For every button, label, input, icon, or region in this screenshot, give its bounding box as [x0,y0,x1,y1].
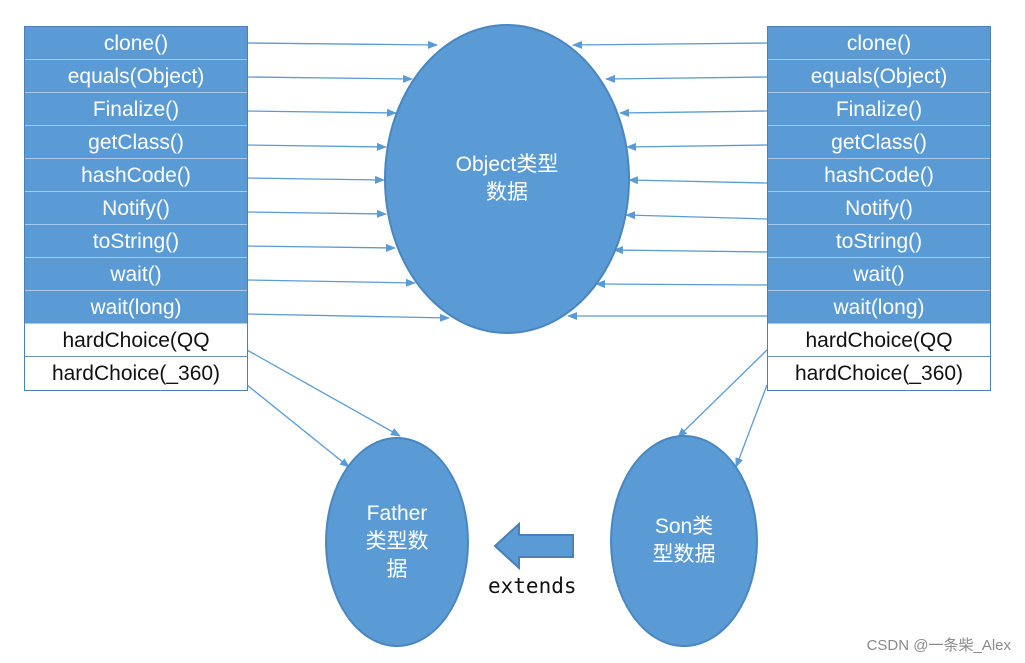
right-row-wait: wait() [768,258,990,291]
right-row-hardchoice-360: hardChoice(_360) [768,357,990,390]
right-row-tostring: toString() [768,225,990,258]
left-row-getclass: getClass() [25,126,247,159]
left-row-tostring: toString() [25,225,247,258]
arrow-left-hardchoice-360 [246,384,350,468]
right-row-finalize: Finalize() [768,93,990,126]
arrow-left-wait-long [246,313,450,322]
right-row-clone: clone() [768,27,990,60]
object-node-label-line1: Object类型 [455,153,559,176]
arrow-right-getclass [626,142,768,151]
arrow-right-notify [625,211,768,220]
son-node-label-line1: Son类 [654,515,714,538]
extends-arrow-icon [493,521,574,571]
arrow-left-notify [246,209,387,218]
arrow-left-getclass [246,142,387,151]
left-row-hardchoice-qq: hardChoice(QQ [25,324,247,357]
right-row-notify: Notify() [768,192,990,225]
father-type-node: Father 类型数 据 [325,437,469,647]
arrow-right-hardchoice-qq [677,349,768,438]
left-row-finalize: Finalize() [25,93,247,126]
right-row-hashcode: hashCode() [768,159,990,192]
arrow-left-finalize [246,108,397,117]
right-row-equals: equals(Object) [768,60,990,93]
arrow-left-tostring [246,243,396,252]
right-method-table: clone() equals(Object) Finalize() getCla… [767,26,991,391]
arrow-left-wait [246,278,416,287]
son-node-label-line2: 型数据 [652,543,716,566]
left-method-table: clone() equals(Object) Finalize() getCla… [24,26,248,391]
object-type-node: Object类型 数据 [384,24,630,334]
right-row-wait-long: wait(long) [768,291,990,324]
arrow-right-equals [605,74,768,83]
left-row-wait: wait() [25,258,247,291]
left-row-clone: clone() [25,27,247,60]
right-row-getclass: getClass() [768,126,990,159]
arrow-left-equals [246,74,413,83]
arrow-right-wait [595,280,768,289]
son-type-node: Son类 型数据 [610,435,758,647]
arrow-right-finalize [619,108,768,117]
arrow-right-hashcode [628,176,768,185]
object-node-label-line2: 数据 [486,181,528,204]
father-node-label-line1: Father [366,502,428,525]
father-node-label-line3: 据 [386,558,408,581]
arrow-right-tostring [613,246,768,255]
extends-label: extends [488,574,577,598]
left-row-notify: Notify() [25,192,247,225]
watermark-text: CSDN @一条柴_Alex [866,637,1011,654]
left-row-hashcode: hashCode() [25,159,247,192]
father-node-label-line2: 类型数 [365,530,429,553]
left-row-equals: equals(Object) [25,60,247,93]
left-row-wait-long: wait(long) [25,291,247,324]
left-row-hardchoice-360: hardChoice(_360) [25,357,247,390]
arrow-left-hashcode [246,175,385,184]
arrow-right-hardchoice-360 [735,384,768,468]
arrow-left-clone [246,40,438,49]
arrow-left-hardchoice-qq [246,349,401,437]
right-row-hardchoice-qq: hardChoice(QQ [768,324,990,357]
arrow-right-clone [572,40,768,49]
